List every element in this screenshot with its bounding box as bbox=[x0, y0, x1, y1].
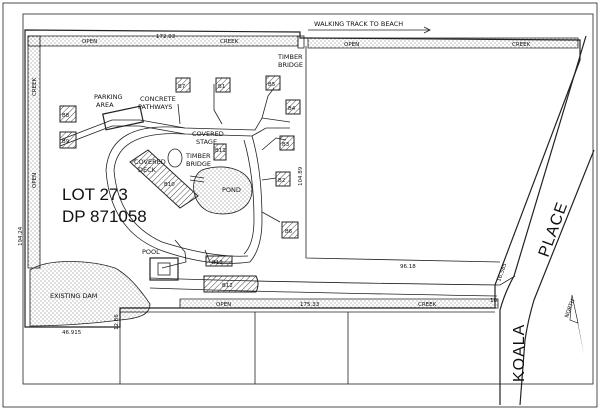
road-name-place: PLACE bbox=[536, 200, 572, 260]
creek-top-left-label: CREEK bbox=[220, 39, 239, 45]
driveway bbox=[149, 275, 516, 297]
road-name-koala: KOALA bbox=[511, 324, 528, 382]
open-bottom-label: OPEN bbox=[216, 302, 231, 308]
creek-top-right bbox=[307, 37, 579, 49]
walking-track-label: WALKING TRACK TO BEACH bbox=[314, 20, 403, 28]
building-b13-label: B13 bbox=[212, 260, 223, 266]
building-b7-label: B7 bbox=[178, 84, 186, 90]
dimension-right-inner: 104.89 bbox=[298, 166, 304, 186]
building-b13 bbox=[205, 255, 233, 267]
timber-bridge-top-label-2: BRIDGE bbox=[278, 61, 303, 69]
existing-dam-label: EXISTING DAM bbox=[50, 292, 97, 300]
building-b6-label: B6 bbox=[285, 229, 293, 235]
walking-track-arrow bbox=[308, 26, 431, 34]
building-b8-label: B8 bbox=[62, 113, 70, 119]
dimension-bottom-left: 46.915 bbox=[62, 330, 82, 336]
covered-stage-label-1: COVERED bbox=[192, 130, 224, 138]
parking-label-2: AREA bbox=[96, 101, 114, 109]
timber-bridge-top-label-1: TIMBER bbox=[277, 53, 303, 61]
creek-bottom bbox=[179, 298, 499, 309]
lower-lots bbox=[119, 311, 495, 384]
parking-label-1: PARKING bbox=[94, 93, 123, 101]
building-b4 bbox=[285, 99, 301, 115]
small-pond bbox=[167, 148, 183, 168]
dimension-corner-a: 16.585 bbox=[496, 262, 508, 283]
pool-label: POOL bbox=[142, 248, 160, 256]
open-top-right-label: OPEN bbox=[344, 42, 359, 48]
dimension-left: 194.24 bbox=[18, 226, 24, 246]
koala-place-road-east bbox=[519, 149, 595, 406]
pool-water bbox=[157, 262, 171, 276]
covered-deck-label-1: COVERED bbox=[134, 158, 166, 166]
concrete-pathways bbox=[59, 84, 291, 269]
building-b2-label: B2 bbox=[278, 178, 285, 184]
dimension-corner-b: 10 bbox=[490, 298, 497, 304]
creek-top-right-label: CREEK bbox=[512, 42, 531, 48]
inner-lot-line bbox=[305, 46, 501, 263]
dimension-bottom: 175.33 bbox=[300, 302, 320, 308]
building-b5-label: B5 bbox=[268, 82, 276, 88]
timber-bridge-top bbox=[297, 35, 305, 49]
covered-deck-label-2: DECK bbox=[138, 166, 157, 174]
koala-place-road-west bbox=[499, 35, 587, 405]
pond bbox=[193, 166, 253, 215]
dimension-inner-bottom: 96.18 bbox=[400, 264, 416, 270]
creek-left-label: CREEK bbox=[32, 77, 38, 96]
lot-boundary bbox=[24, 29, 581, 328]
building-b1 bbox=[215, 77, 231, 93]
building-b5 bbox=[265, 75, 281, 91]
concrete-label-1: CONCRETE bbox=[140, 95, 176, 103]
building-b7 bbox=[175, 77, 191, 93]
building-b11-label: B11 bbox=[215, 148, 226, 154]
creek-left bbox=[27, 35, 41, 269]
building-b12 bbox=[203, 275, 259, 293]
pond-label: POND bbox=[222, 186, 241, 194]
parking-area bbox=[102, 105, 144, 131]
dimension-top: 172.93 bbox=[156, 34, 176, 40]
building-b8 bbox=[59, 105, 77, 123]
lot-number: LOT 273 bbox=[62, 185, 128, 204]
building-b2 bbox=[275, 171, 291, 187]
north-arrow bbox=[569, 294, 584, 355]
open-top-left-label: OPEN bbox=[82, 39, 97, 45]
building-b3 bbox=[279, 135, 295, 151]
dimension-left-small: 12.86 bbox=[114, 314, 120, 330]
buildings bbox=[59, 75, 301, 293]
inner-frame bbox=[22, 13, 594, 385]
building-b6 bbox=[281, 221, 299, 239]
pool bbox=[149, 257, 179, 281]
building-b9 bbox=[59, 131, 77, 149]
covered-stage-label-2: STAGE bbox=[196, 138, 217, 146]
building-b1-label: B1 bbox=[218, 84, 225, 90]
timber-bridge-mid bbox=[189, 175, 205, 183]
building-b12-label: B12 bbox=[222, 283, 233, 289]
building-b4-label: B4 bbox=[288, 106, 296, 112]
deposited-plan: DP 871058 bbox=[62, 207, 147, 226]
timber-bridge-mid-label-1: TIMBER bbox=[185, 152, 211, 160]
creek-bottom-label: CREEK bbox=[418, 302, 437, 308]
timber-bridge-mid-label-2: BRIDGE bbox=[186, 160, 211, 168]
open-left-label: OPEN bbox=[32, 173, 38, 188]
covered-stage bbox=[213, 143, 227, 161]
building-b9-label: B9 bbox=[62, 139, 70, 145]
concrete-label-2: PATHWAYS bbox=[138, 103, 172, 111]
building-b10-label: B10 bbox=[164, 182, 175, 188]
building-b3-label: B3 bbox=[282, 142, 290, 148]
